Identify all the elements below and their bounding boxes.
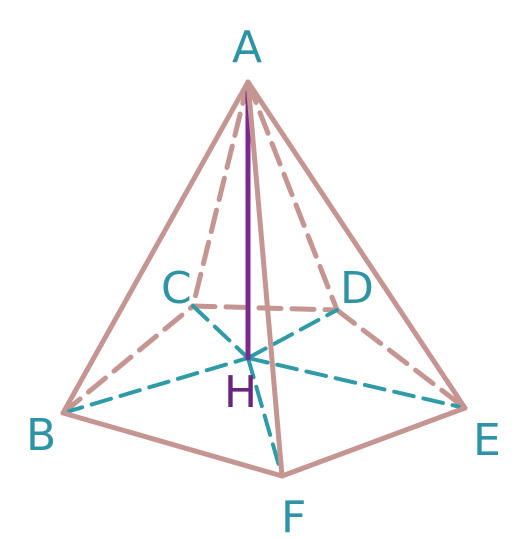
edge-AD [245, 79, 340, 313]
diag-CH [191, 304, 250, 360]
vertex-label-H: H [224, 367, 257, 418]
edge-AB [60, 79, 251, 416]
vertex-label-D: D [340, 263, 374, 314]
edge-AF [245, 79, 285, 479]
edge-BF [60, 410, 285, 479]
diag-HF [246, 356, 284, 478]
edge-DE [334, 307, 468, 411]
edge-BC [60, 303, 196, 416]
diag-DH [246, 308, 339, 360]
edge-FE [279, 405, 468, 479]
vertex-label-F: F [281, 492, 306, 539]
edge-AC [190, 79, 251, 309]
vertex-label-C: C [161, 263, 192, 314]
edge-AE [245, 79, 468, 411]
diag-BH [61, 356, 250, 415]
diag-HE [246, 356, 467, 410]
vertex-label-B: B [26, 410, 56, 461]
vertex-label-A: A [232, 22, 262, 73]
vertex-label-E: E [473, 415, 501, 466]
